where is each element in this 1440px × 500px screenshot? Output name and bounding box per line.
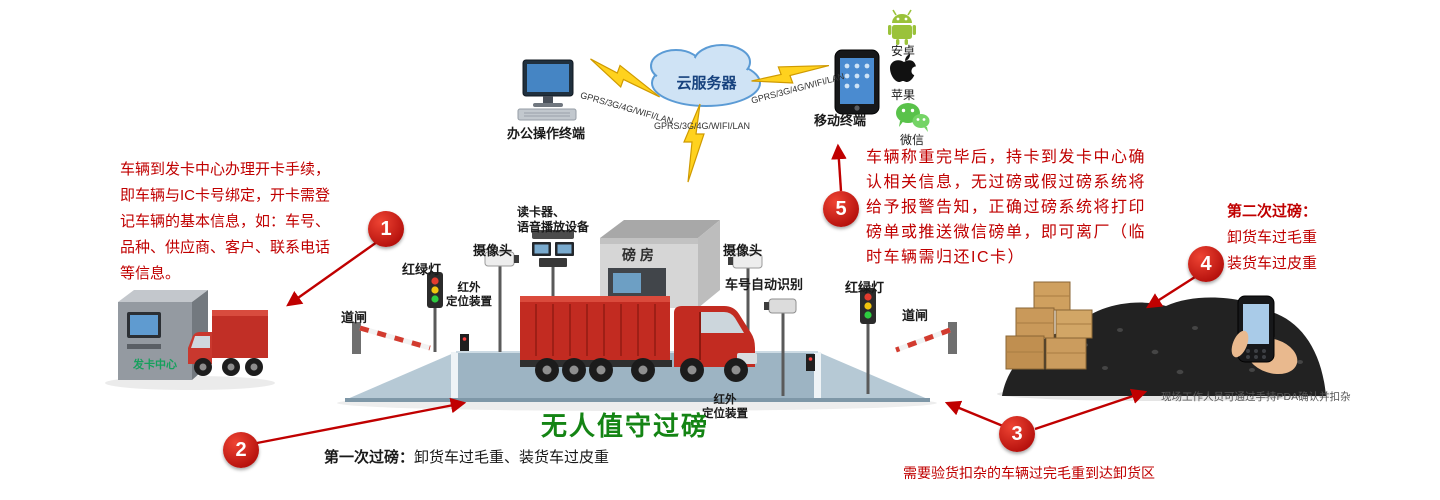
camera-left-label: 摄像头 (473, 243, 513, 258)
barrier-gate-right-icon (895, 322, 957, 354)
link-label-center: GPRS/3G/4G/WIFI/LAN (654, 121, 751, 131)
arrow-step4-to-yard (1146, 275, 1196, 309)
pda-caption: 现场工作人员可通过手持PDA确认并扣杂 (1161, 391, 1351, 403)
truck-on-scale (520, 296, 757, 382)
arriving-truck (188, 310, 268, 376)
cloud-server-label: 云服务器 (676, 75, 737, 92)
first-weigh-note: 第一次过磅：卸货车过毛重、装货车过皮重 (324, 446, 609, 467)
step-1-badge: 1 (368, 211, 404, 247)
bolt-center (683, 103, 705, 183)
office-terminal-label: 办公操作终端 (506, 126, 585, 141)
traffic-light-right-icon (860, 288, 876, 394)
card-reader-label: 读卡器、 语音播放设备 (517, 205, 590, 234)
traffic-light-left-label: 红绿灯 (402, 262, 442, 277)
pda-in-hand-icon (1231, 295, 1298, 375)
right-note: 车辆称重完毕后，持卡到发卡中心确 认相关信息，无过磅或假过磅系统将 给予报警告知… (866, 149, 1147, 266)
apple-icon (890, 54, 921, 82)
first-weigh-title: 第一次过磅： (324, 449, 415, 466)
arrow-step5-to-mobile (831, 143, 847, 192)
weigh-house-label: 磅 房 (622, 247, 654, 263)
traffic-light-right-label: 红绿灯 (845, 280, 885, 295)
mobile-terminal-icon (834, 49, 880, 115)
cctv-camera-left-icon (484, 251, 519, 352)
inspection-note: 需要验货扣杂的车辆过完毛重到达卸货区 (903, 465, 1155, 481)
apple-label: 苹果 (890, 88, 915, 102)
left-note: 车辆到发卡中心办理开卡手续， 即车辆与IC卡号绑定，开卡需登 记车辆的基本信息，… (120, 161, 331, 282)
camera-right-label: 摄像头 (723, 243, 763, 258)
cloud-server-icon (650, 44, 761, 107)
card-center-building (105, 290, 275, 390)
mobile-terminal-label: 移动终端 (813, 113, 866, 128)
main-title: 无人值守过磅 (541, 411, 710, 441)
flow-arrows (256, 143, 1196, 445)
step-5-badge: 5 (823, 191, 859, 227)
arrow-step2-to-scale (256, 397, 467, 445)
second-weigh-note: 第二次过磅： 卸货车过毛重 装货车过皮重 (1227, 199, 1317, 277)
infrared-right-label: 红外 定位装置 (702, 394, 748, 420)
office-terminal-icon (517, 59, 577, 121)
android-label: 安卓 (890, 44, 915, 58)
card-center-label: 发卡中心 (133, 359, 177, 371)
traffic-light-left-icon (427, 272, 443, 352)
anpr-label: 车号自动识别 (725, 277, 804, 292)
step-3-badge: 3 (999, 416, 1035, 452)
arrow-step3-to-unload-area (1034, 388, 1148, 431)
first-weigh-text: 卸货车过毛重、装货车过皮重 (414, 449, 610, 466)
infrared-sensor-right-icon (806, 354, 815, 371)
wechat-label: 微信 (899, 133, 924, 147)
weigh-house (600, 220, 720, 308)
cargo-boxes (1005, 281, 1093, 370)
wechat-icon (896, 103, 930, 132)
arrow-step3-to-scale (944, 400, 1004, 428)
barrier-left-label: 道闸 (341, 310, 368, 325)
step-4-badge: 4 (1188, 246, 1224, 282)
barrier-gate-left-icon (352, 322, 431, 354)
step-2-badge: 2 (223, 432, 259, 468)
anpr-camera-icon (764, 298, 797, 396)
arrow-step1-to-card-center (286, 241, 378, 307)
infrared-left-label: 红外 定位装置 (446, 282, 492, 308)
second-weigh-line1: 卸货车过毛重 (1227, 229, 1318, 246)
android-icon (888, 9, 916, 45)
infrared-sensor-left-icon (460, 334, 469, 351)
second-weigh-title: 第二次过磅： (1227, 203, 1318, 220)
barrier-right-label: 道闸 (902, 308, 929, 323)
second-weigh-line2: 装货车过皮重 (1227, 255, 1318, 272)
